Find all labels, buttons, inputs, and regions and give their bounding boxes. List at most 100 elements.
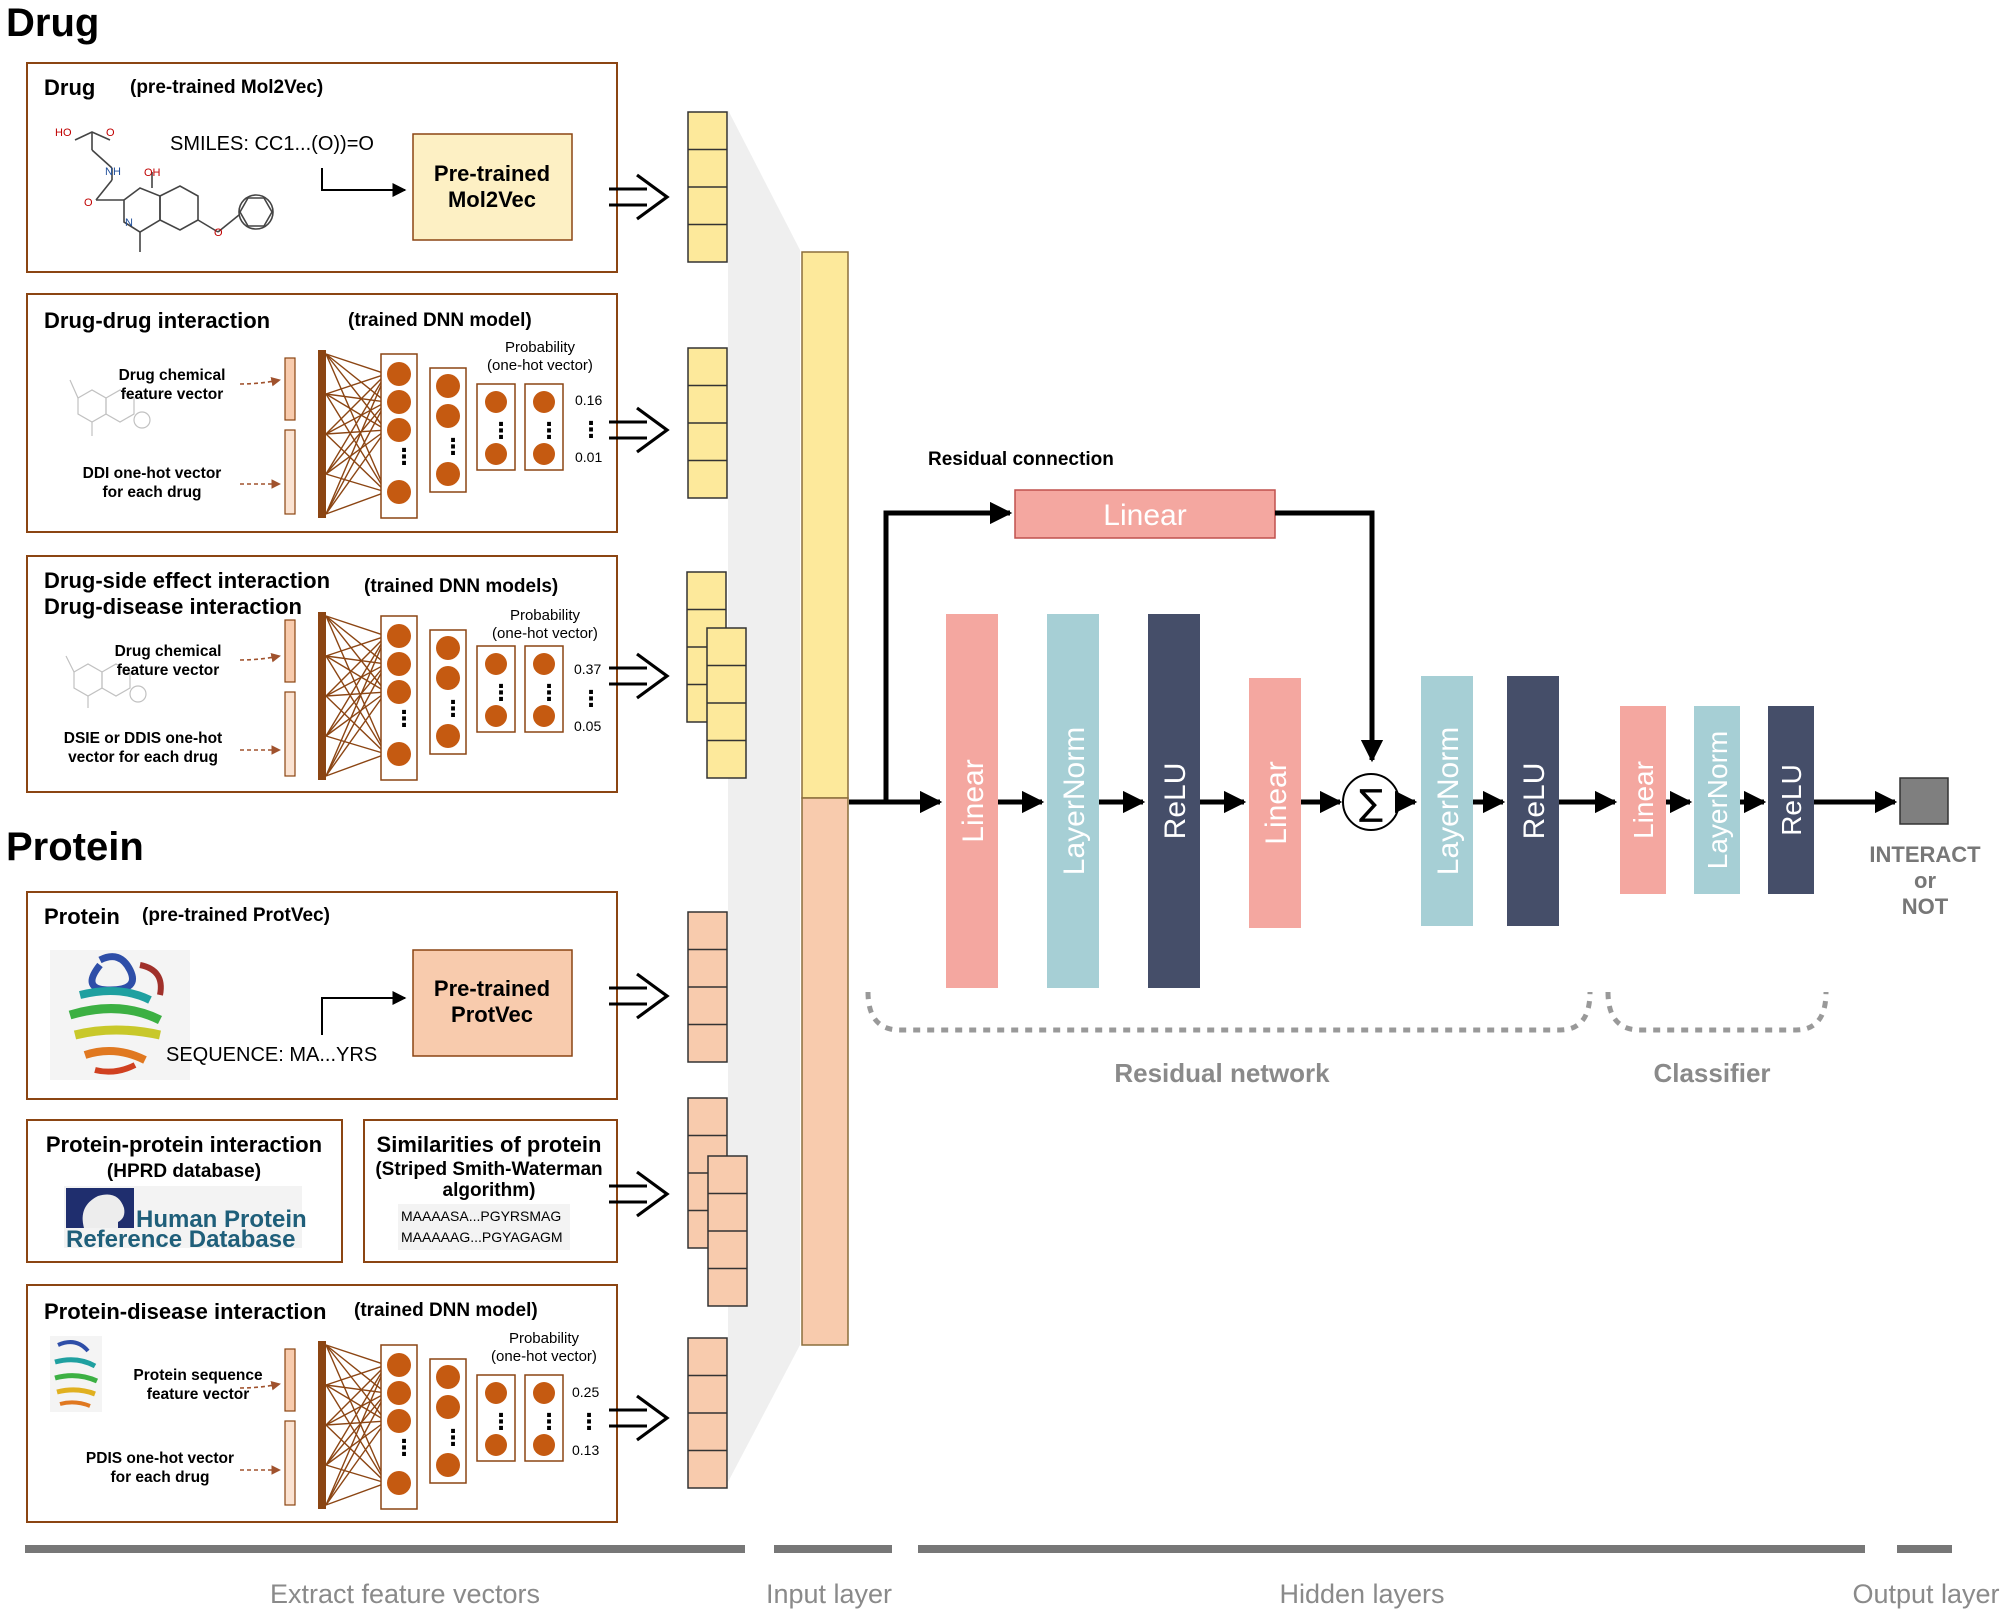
ddi-input2-label: for each drug bbox=[102, 484, 201, 501]
classifier-linear bbox=[1620, 706, 1666, 894]
connection bbox=[325, 1344, 387, 1484]
ddi-prob-label: Probability bbox=[505, 339, 576, 356]
layer-label: LayerNorm bbox=[1058, 727, 1091, 875]
neuron bbox=[436, 636, 460, 660]
input-vector bbox=[284, 691, 296, 777]
neuron bbox=[387, 480, 411, 504]
ellipsis: ⋮ bbox=[538, 1409, 560, 1434]
panel-protein-subtitle: (pre-trained ProtVec) bbox=[142, 905, 330, 926]
panel-dsie-subtitle: (trained DNN models) bbox=[364, 576, 558, 597]
connection bbox=[325, 353, 387, 493]
layer-label: Linear bbox=[1260, 761, 1293, 844]
input-vector bbox=[284, 1420, 296, 1506]
double-arrow-head bbox=[636, 1170, 670, 1218]
connection bbox=[325, 615, 387, 637]
neuron bbox=[387, 1381, 411, 1405]
neuron bbox=[485, 1434, 507, 1456]
connection bbox=[325, 695, 387, 755]
panel-ddi-subtitle: (trained DNN model) bbox=[348, 310, 532, 331]
pdi-input2-label: for each drug bbox=[110, 1469, 209, 1486]
double-arrow-head bbox=[636, 1394, 670, 1442]
footer-label-output: Output layer bbox=[1852, 1579, 1999, 1609]
input-vector bbox=[284, 357, 296, 421]
connection bbox=[325, 393, 387, 493]
neuron bbox=[533, 391, 555, 413]
input-vector bbox=[284, 1348, 296, 1412]
neuron bbox=[387, 418, 411, 442]
panel-pdi-title: Protein-disease interaction bbox=[44, 1299, 326, 1324]
connection bbox=[325, 373, 387, 435]
neuron bbox=[387, 1353, 411, 1377]
ellipsis: ⋮ bbox=[538, 418, 560, 443]
protvec-box-label: Pre-trained bbox=[434, 976, 550, 1001]
connection bbox=[325, 1392, 387, 1506]
layer-label: Linear bbox=[957, 759, 990, 842]
double-arrow-head bbox=[636, 652, 670, 700]
atom-label: O bbox=[84, 197, 93, 209]
dsie-prob-label: (one-hot vector) bbox=[492, 625, 598, 642]
pdi-prob-top: 0.25 bbox=[572, 1384, 599, 1400]
connection bbox=[325, 373, 387, 395]
protvec-box bbox=[412, 949, 573, 1057]
panel-protein: Protein (pre-trained ProtVec) SEQUENCE: … bbox=[26, 891, 618, 1100]
neuron bbox=[436, 1365, 460, 1389]
connection bbox=[325, 1384, 387, 1484]
connection bbox=[325, 1344, 387, 1422]
connection bbox=[325, 663, 387, 777]
connection bbox=[325, 353, 387, 431]
similarity-seq-1: MAAAASA...PGYRSMAG bbox=[401, 1208, 561, 1224]
double-arrow-icon bbox=[609, 972, 670, 1020]
ellipsis: ⋮ bbox=[538, 680, 560, 705]
connection bbox=[325, 1364, 387, 1386]
connection bbox=[325, 691, 387, 697]
double-arrow-icon bbox=[609, 173, 670, 221]
double-arrow-shaft bbox=[609, 420, 647, 440]
neuron bbox=[485, 443, 507, 465]
neuron bbox=[533, 443, 555, 465]
layer-label: ReLU bbox=[1159, 763, 1192, 840]
protein-structure-icon bbox=[50, 950, 190, 1080]
dashed-arrow bbox=[239, 376, 281, 387]
residual-network-brace bbox=[865, 991, 1593, 1033]
hidden-layer-linear-2 bbox=[1249, 678, 1301, 928]
panel-ppi: Protein-protein interaction (HPRD databa… bbox=[26, 1119, 343, 1263]
double-arrow-head bbox=[636, 173, 670, 221]
connection bbox=[325, 1420, 387, 1426]
connection bbox=[325, 1344, 387, 1366]
ellipsis: ⋮ bbox=[393, 444, 415, 469]
mol2vec-box bbox=[412, 133, 573, 241]
connection bbox=[325, 1420, 387, 1466]
double-arrow-icon bbox=[609, 652, 670, 700]
connection bbox=[325, 655, 387, 693]
pdi-input2-label: PDIS one-hot vector bbox=[86, 1450, 234, 1467]
connection bbox=[325, 393, 387, 431]
neuron bbox=[485, 705, 507, 727]
connection bbox=[325, 1364, 387, 1426]
pdi-prob-dots: ⋮ bbox=[578, 1409, 600, 1434]
feature-vector bbox=[687, 911, 728, 1063]
hidden-layer-layernorm-2 bbox=[1421, 676, 1473, 926]
dsie-prob-top: 0.37 bbox=[574, 661, 601, 677]
connection bbox=[325, 1420, 387, 1506]
neuron bbox=[436, 1395, 460, 1419]
atom-label: OH bbox=[144, 167, 161, 179]
sum-symbol: ∑ bbox=[1359, 783, 1383, 824]
protein-thumbnail-icon bbox=[50, 1336, 102, 1412]
connection bbox=[325, 1392, 387, 1466]
panel-similarity-subtitle: (Striped Smith-Waterman bbox=[375, 1159, 602, 1180]
double-arrow-head bbox=[636, 406, 670, 454]
neuron bbox=[387, 742, 411, 766]
hprd-logo-text: Reference Database bbox=[66, 1226, 295, 1253]
pdi-neural-net: ⋮⋮⋮⋮ bbox=[239, 1341, 564, 1510]
ddi-input1-label: Drug chemical bbox=[119, 367, 226, 384]
dsie-input1-label: Drug chemical bbox=[115, 643, 222, 660]
feature-vector bbox=[707, 1155, 748, 1307]
ddi-prob-dots: ⋮ bbox=[580, 417, 602, 442]
classifier-relu bbox=[1768, 706, 1814, 894]
protvec-box-label: ProtVec bbox=[451, 1002, 533, 1027]
similarity-seq-2: MAAAAAG...PGYAGAGM bbox=[401, 1229, 563, 1245]
input-bar bbox=[318, 350, 326, 518]
ellipsis: ⋮ bbox=[442, 1425, 464, 1450]
connection bbox=[325, 615, 387, 665]
output-node bbox=[1899, 777, 1949, 825]
